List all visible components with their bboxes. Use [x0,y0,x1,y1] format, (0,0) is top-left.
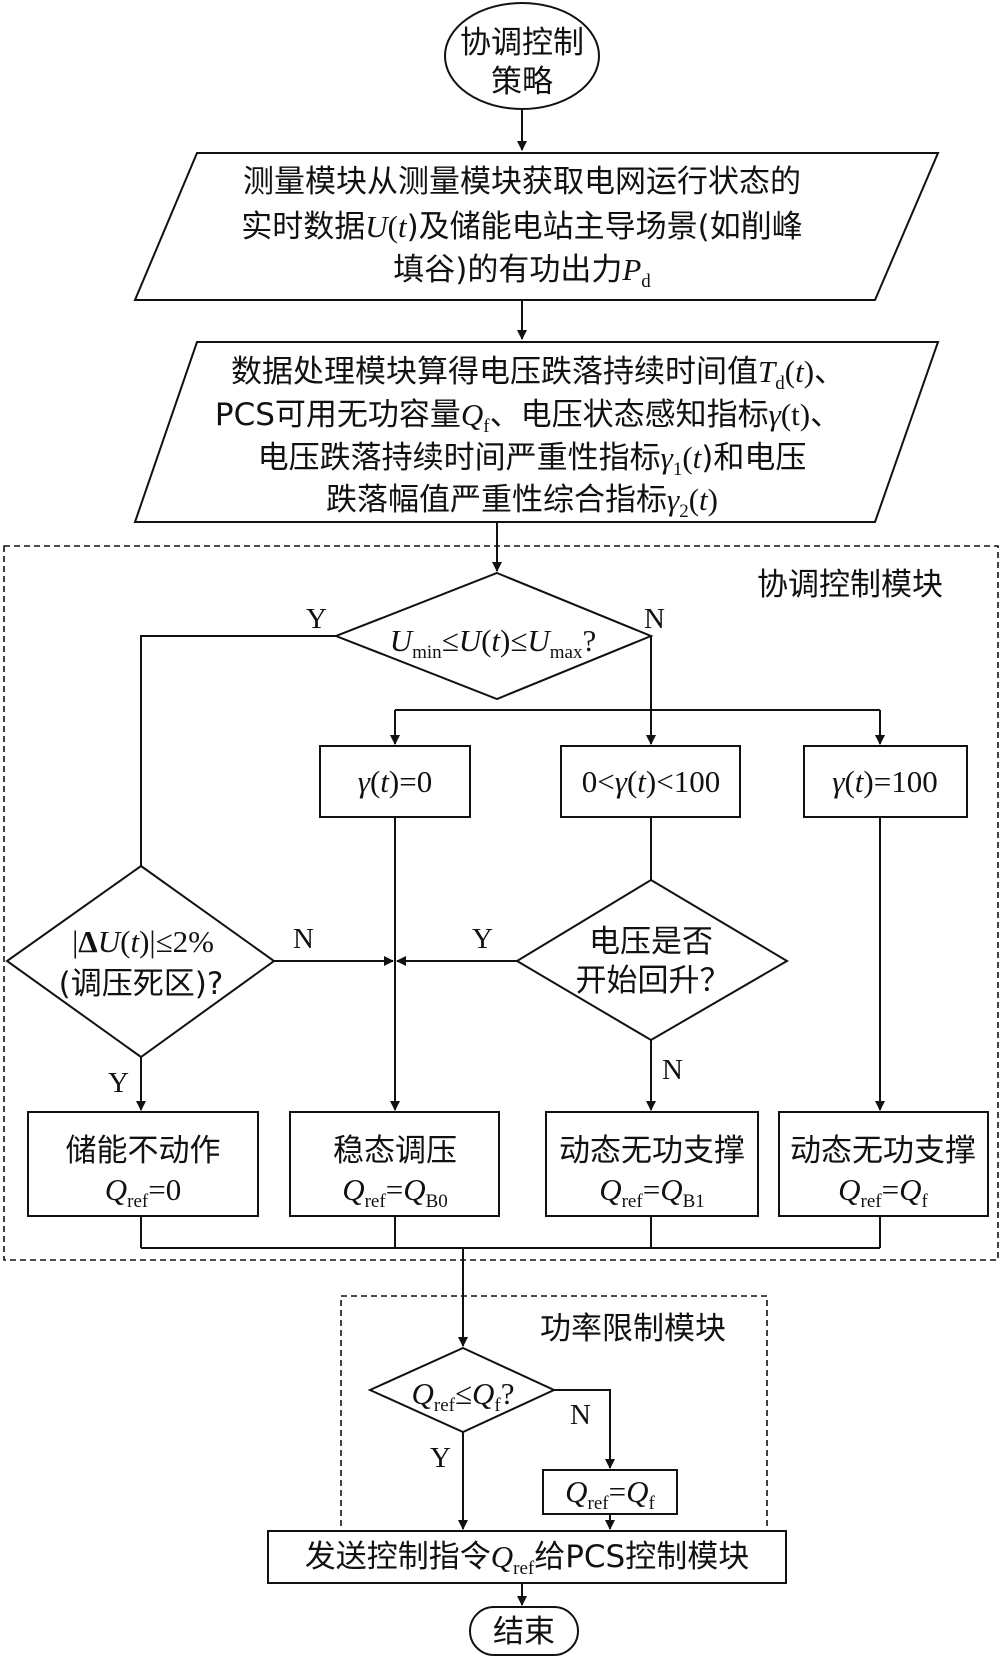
action-dynamic-f-title: 动态无功支撑 [790,1133,976,1169]
gamma-100-label: γ(t)=100 [832,764,937,799]
measure-text-1: 测量模块从测量模块获取电网运行状态的 [243,164,801,200]
voltage-rising-yes-label: Y [472,923,493,955]
data-processing-step [133,341,940,523]
gamma-middle-label: 0<γ(t)<100 [582,764,720,799]
action-dynamic-b1-title: 动态无功支撑 [559,1133,745,1169]
end-label: 结束 [493,1614,555,1650]
action-box-dynamic-f [778,1111,989,1217]
measure-text-2: 实时数据U(t)及储能电站主导场景(如削峰 [241,209,803,245]
voltage-range-decision [333,571,654,701]
power-limit-module-label: 功率限制模块 [540,1311,726,1347]
process-text-2: PCS可用无功容量Qf、电压状态感知指标γ(t)、 [215,397,841,437]
voltage-rising-decision [515,878,789,1042]
start-label-2: 策略 [491,64,553,100]
qref-limit-no-label: N [570,1399,591,1431]
gamma-100-box [803,745,968,818]
action-box-steady [289,1111,500,1217]
gamma-zero-label: γ(t)=0 [358,764,432,799]
action-idle-title: 储能不动作 [66,1133,221,1169]
gamma-zero-box [319,745,471,818]
voltage-rising-text-2: 开始回升？ [576,963,731,999]
action-steady-title: 稳态调压 [333,1133,457,1169]
coordination-module-frame [3,545,999,1261]
deadband-no-label: N [293,923,314,955]
voltage-range-no-label: N [644,603,665,635]
action-idle-formula: Qref=0 [105,1172,181,1212]
start-label-1: 协调控制 [460,25,584,61]
deadband-condition-2: (调压死区)? [59,966,224,1002]
send-command-text: 发送控制指令Qref给PCS控制模块 [305,1539,750,1579]
voltage-range-condition: Umin≤U(t)≤Umax? [390,623,597,663]
voltage-range-yes-label: Y [306,603,327,635]
measure-data-input [133,152,940,301]
qref-set-qf-box [542,1469,678,1515]
voltage-rising-text-1: 电压是否 [589,924,713,960]
process-text-1: 数据处理模块算得电压跌落持续时间值Td(t)、 [231,354,845,394]
qref-limit-yes-label: Y [430,1442,451,1474]
action-box-idle [27,1111,259,1217]
send-command-box [267,1530,787,1584]
measure-text-3: 填谷)的有功出力Pd [393,252,651,292]
qref-limit-condition: Qref≤Qf? [412,1376,515,1416]
deadband-yes-label: Y [108,1067,129,1099]
process-text-4: 跌落幅值严重性综合指标γ2(t) [326,482,718,522]
action-dynamic-b1-formula: Qref=QB1 [599,1172,705,1212]
gamma-middle-box [560,745,741,818]
deadband-condition-1: |ΔU(t)|≤2% [72,924,214,959]
deadband-decision [5,864,276,1059]
action-steady-formula: Qref=QB0 [342,1172,448,1212]
qref-set-qf-formula: Qref=Qf [565,1474,655,1514]
action-dynamic-f-formula: Qref=Qf [838,1172,928,1212]
action-box-dynamic-b1 [545,1111,759,1217]
coordination-module-label: 协调控制模块 [757,567,943,603]
end-node [469,1606,579,1656]
voltage-rising-no-label: N [662,1054,683,1086]
process-text-3: 电压跌落持续时间严重性指标γ1(t)和电压 [258,440,807,480]
